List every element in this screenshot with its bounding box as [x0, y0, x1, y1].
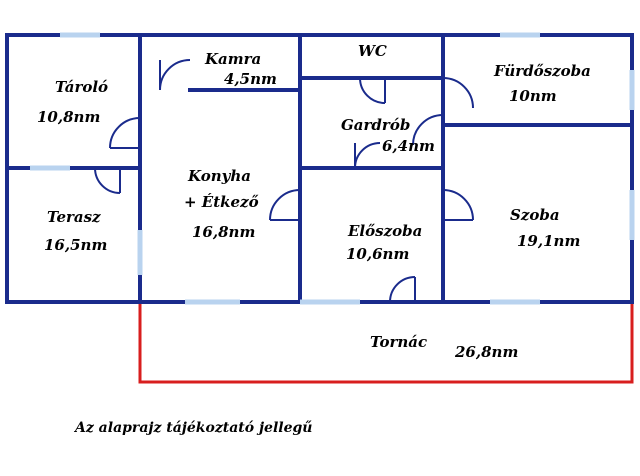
room-name-szoba: Szoba: [510, 206, 560, 224]
room-labels: Tároló 10,8nm Kamra 4,5nm WC Fürdőszoba …: [37, 42, 591, 361]
room-name-gardrob: Gardrób: [341, 116, 410, 134]
windows: [30, 32, 635, 305]
room-area-furdoszoba: 10nm: [509, 87, 557, 105]
room-area-tornac: 26,8nm: [454, 343, 518, 361]
room-name-konyha: Konyha: [187, 167, 251, 185]
doors: [94, 59, 474, 303]
room-name-eloszoba: Előszoba: [347, 222, 422, 240]
room-name-wc: WC: [358, 42, 387, 60]
room-name-tarolo: Tároló: [55, 78, 108, 96]
room-name-furdoszoba: Fürdőszoba: [493, 62, 591, 80]
room-area-konyha: 16,8nm: [192, 223, 255, 241]
room-area-gardrob: 6,4nm: [382, 137, 435, 155]
room-name-kamra: Kamra: [204, 50, 261, 68]
room-area-tarolo: 10,8nm: [37, 108, 100, 126]
room-name-tornac: Tornác: [370, 333, 427, 351]
room-name-konyha-line2: + Étkező: [184, 193, 259, 211]
terrace-outlines: [5, 170, 634, 384]
disclaimer-note: Az alaprajz tájékoztató jellegű: [73, 420, 312, 436]
room-area-eloszoba: 10,6nm: [346, 245, 409, 263]
room-area-szoba: 19,1nm: [517, 232, 580, 250]
room-area-terasz: 16,5nm: [44, 236, 107, 254]
room-area-kamra: 4,5nm: [224, 70, 277, 88]
room-name-terasz: Terasz: [47, 208, 101, 226]
